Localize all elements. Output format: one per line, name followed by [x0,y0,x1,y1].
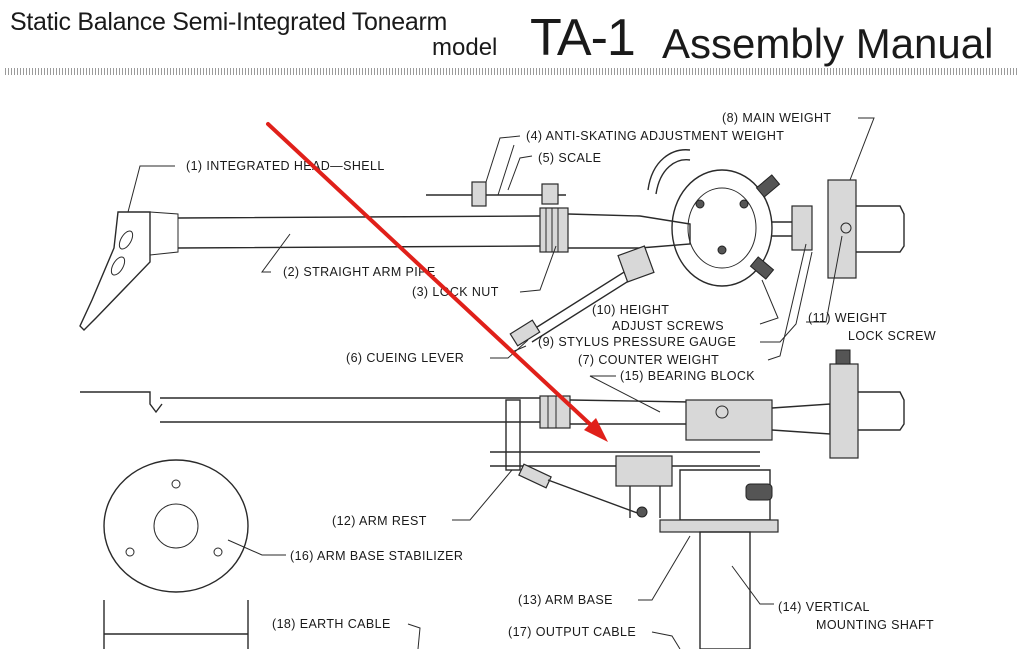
bearing-block [685,399,773,441]
manual-header: Static Balance Semi-Integrated Tonearm m… [0,0,1024,75]
label-anti-skating-weight: (4) ANTI-SKATING ADJUSTMENT WEIGHT [526,129,784,143]
label-lock-nut: (3) LOCK NUT [412,285,499,299]
label-main-weight: (8) MAIN WEIGHT [722,111,831,125]
header-model-number: TA-1 [530,9,636,67]
leader-lines [127,117,875,649]
label-vertical-shaft-1: (14) VERTICAL [778,600,870,614]
arm-base-stabilizer [103,459,249,593]
label-scale: (5) SCALE [538,151,601,165]
top-view-tonearm [79,144,905,347]
label-height-adjust-2: ADJUST SCREWS [612,319,724,333]
label-weight-lock-2: LOCK SCREW [848,329,936,343]
header-title: Assembly Manual [662,20,994,67]
label-head-shell: (1) INTEGRATED HEAD—SHELL [186,159,385,173]
label-bearing-block: (15) BEARING BLOCK [620,369,755,383]
label-cueing-lever: (6) CUEING LEVER [346,351,464,365]
label-arm-rest: (12) ARM REST [332,514,427,528]
header-rule [5,68,1019,75]
label-vertical-shaft-2: MOUNTING SHAFT [816,618,934,632]
red-annotation-arrow [266,122,608,442]
bearing-housing [671,169,773,287]
label-arm-base: (13) ARM BASE [518,593,613,607]
label-arm-pipe: (2) STRAIGHT ARM PIPE [283,265,436,279]
cueing-lever [525,261,647,343]
label-counter-weight: (7) COUNTER WEIGHT [578,353,719,367]
header-subtitle-line2: model [432,34,498,61]
header-subtitle-line1: Static Balance Semi-Integrated Tonearm [10,8,447,36]
label-stylus-pressure-gauge: (9) STYLUS PRESSURE GAUGE [538,335,736,349]
head-shell [79,211,151,331]
straight-arm-pipe [177,215,541,249]
label-arm-base-stabilizer: (16) ARM BASE STABILIZER [290,549,463,563]
main-weight [827,179,857,279]
arm-rest-post [505,399,521,471]
side-view-tonearm [80,349,905,649]
label-earth-cable: (18) EARTH CABLE [272,617,391,631]
part-labels: (1) INTEGRATED HEAD—SHELL (2) STRAIGHT A… [186,111,936,639]
label-height-adjust-1: (10) HEIGHT [592,303,669,317]
lock-nut [539,207,569,253]
counter-weight [791,205,813,251]
arm-base-flange [659,519,779,533]
label-weight-lock-1: (11) WEIGHT [808,311,887,325]
label-output-cable: (17) OUTPUT CABLE [508,625,636,639]
side-arm-pipe [160,397,540,423]
vertical-mounting-shaft [699,531,751,649]
